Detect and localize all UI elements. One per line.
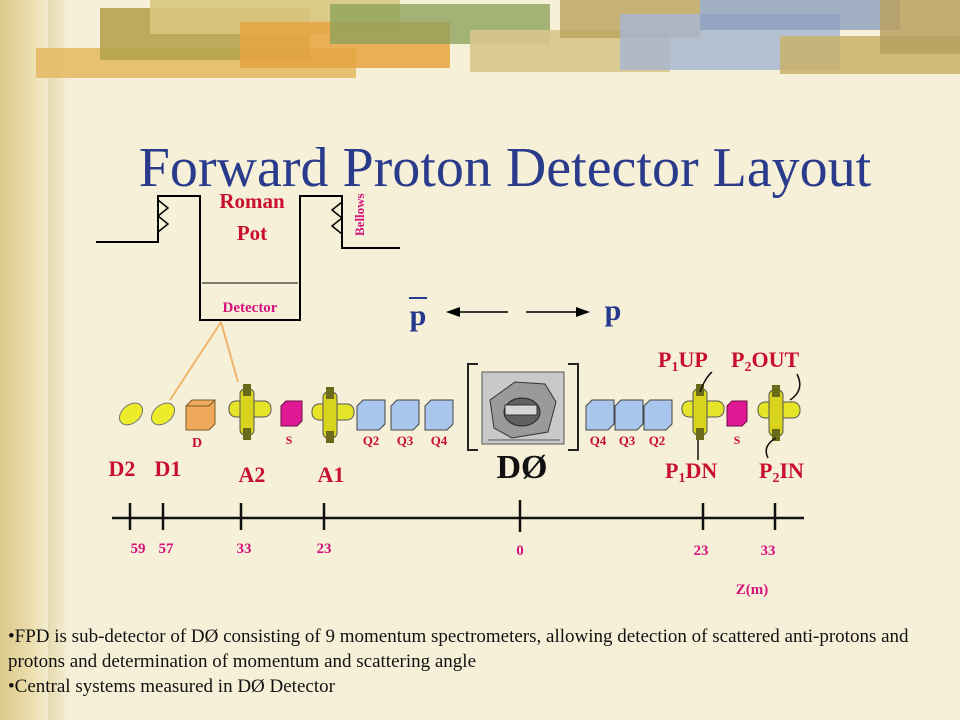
station-labels: D2 D1 A2 A1 P1UP P2OUT P1DN P2IN [109,347,804,487]
z-axis-label: Z(m) [736,582,769,598]
pointer-p1up [699,371,713,393]
beam-pipe-left [96,195,180,243]
background-left-shade [48,0,70,720]
detector-label: Detector [223,300,278,316]
quad-left-label-2: Q3 [397,433,414,448]
quad-left-q4-icon [424,399,454,431]
pot-a2-icon [228,384,272,440]
quad-right-q3-icon [614,399,644,431]
note-fpd-description: •FPD is sub-detector of DØ consisting of… [8,626,909,672]
roman-pot-vessel [180,195,322,321]
station-p2in-label: P2IN [759,458,804,486]
slide-notes: •FPD is sub-detector of DØ consisting of… [8,624,948,699]
pot-a1-icon [311,387,355,443]
separator-left-icon [280,400,303,427]
separator-left-label: S [286,433,293,447]
roman-pot-schematic: Roman Pot Detector Bellows [96,189,400,401]
roman-pot-label-line2: Pot [237,221,267,245]
quad-left-q3-icon [390,399,420,431]
station-a2-label: A2 [239,462,266,487]
dipole-label: D [192,436,202,451]
roman-pot-label-line1: Roman [219,189,285,213]
pointer-p2in [765,437,777,459]
pointer-to-a2 [220,321,239,383]
tick-label-59: 59 [131,541,146,557]
station-d2-label: D2 [109,456,136,481]
d0-label: DØ [497,449,548,486]
tick-label-0: 0 [516,543,524,559]
station-p1dn-label: P1DN [665,458,717,486]
bellows-label: Bellows [352,193,367,236]
quad-right-q2-icon [643,399,673,431]
quad-right-label-2: Q3 [619,433,636,448]
pot-d2-icon [118,402,144,426]
quad-left-label-3: Q4 [431,433,448,448]
quad-left-q2-icon [356,399,386,431]
slide-title: Forward Proton Detector Layout [138,137,872,199]
station-p2out-label: P2OUT [731,347,799,375]
z-axis: 59 57 33 23 0 23 33 Z(m) [112,500,804,598]
beam-directions: p p [409,294,621,332]
pot-d1-icon [150,402,176,426]
d0-detector-icon [467,363,579,451]
pointer-p2out [789,373,801,401]
proton-label: p [605,294,622,327]
tick-label-33-right: 33 [761,543,776,559]
pot-p2-icon [757,385,801,441]
quad-left-label-1: Q2 [363,433,380,448]
bellows-right-icon [330,201,344,235]
background-left-band [0,0,48,720]
tick-label-33-left: 33 [237,541,252,557]
separator-right-icon [726,400,748,427]
tick-label-57: 57 [159,541,175,557]
station-a1-label: A1 [318,462,345,487]
antiproton-label: p [410,299,427,332]
station-d1-label: D1 [155,456,182,481]
arrow-left-head-icon [446,307,460,317]
dipole-magnet-icon [185,399,216,431]
beamline-components: D S Q2 Q3 Q4 [118,363,801,486]
separator-right-label: S [734,433,741,447]
note-central-systems: •Central systems measured in DØ Detector [8,676,335,697]
arrow-right-head-icon [576,307,590,317]
tick-label-23-right: 23 [694,543,709,559]
quad-right-q4-icon [585,399,615,431]
station-p1up-label: P1UP [658,347,708,375]
bellows-left-icon [156,199,170,233]
quad-right-label-3: Q2 [649,433,666,448]
pot-p1-icon [681,384,725,440]
tick-label-23-left: 23 [317,541,332,557]
quad-right-label-1: Q4 [590,433,607,448]
beam-pipe-right [322,195,400,249]
decorative-leaf-banner [0,0,960,78]
pointer-to-d1 [169,321,222,401]
